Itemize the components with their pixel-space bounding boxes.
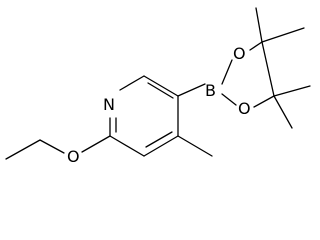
bond-o-top-c (249, 41, 263, 51)
bond-methyl-bottom-a (273, 85, 311, 97)
bond-c3-c2 (109, 135, 145, 157)
bond-c6-c5 (143, 75, 179, 97)
pyridine-ring (109, 75, 179, 157)
bond-n-c6 (119, 75, 145, 91)
bond-c4-methyl (177, 135, 213, 157)
bond-b-o-bottom (221, 93, 237, 106)
ether-oxygen-label: O (67, 147, 80, 166)
double-bond-c4-c3 (145, 131, 173, 148)
ethoxy-group (5, 135, 111, 160)
bond-methyl-top-b (261, 27, 305, 43)
pinacol-methyls (255, 7, 311, 129)
bond-c2-o-ether (81, 135, 111, 153)
boron-label: B (205, 81, 216, 100)
double-bond-c6-c5 (147, 82, 174, 99)
bond-c5-boron (177, 83, 206, 97)
bond-methyl-top-a (255, 7, 263, 43)
bond-c4-c3 (143, 135, 179, 157)
chemical-structure-diagram: N O B O O (5, 7, 311, 166)
boronate-oxygen-top-label: O (233, 44, 246, 63)
bond-c-c-pinacol (261, 41, 275, 97)
bond-o-bottom-c (253, 95, 275, 108)
ring-nitrogen-label: N (103, 95, 115, 114)
bond-ch2-ch3 (5, 139, 41, 160)
bond-b-o-top (221, 59, 233, 85)
bond-methyl-bottom-b (273, 95, 293, 129)
bond-o-ch2 (39, 139, 65, 154)
boronate-oxygen-bottom-label: O (238, 99, 251, 118)
pinacol-ring (221, 41, 275, 108)
